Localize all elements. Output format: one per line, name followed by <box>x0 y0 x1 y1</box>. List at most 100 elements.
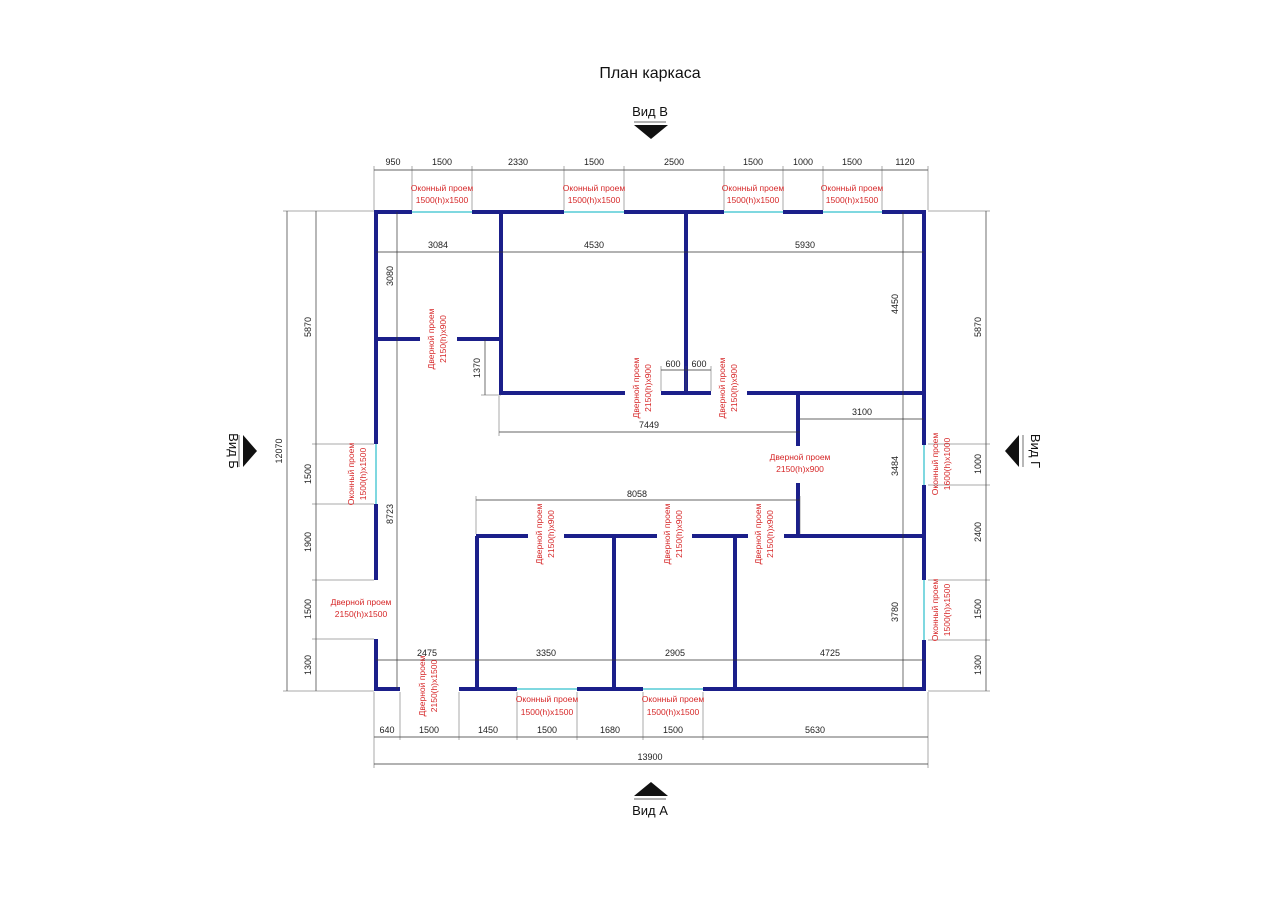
opening-type: Дверной проем <box>331 597 392 607</box>
view-marker-left: Вид Б <box>226 433 257 469</box>
view-marker-right: Вид Г <box>1005 434 1043 468</box>
dimension-labels-top: 950 1500 2330 1500 2500 1500 1000 1500 1… <box>385 157 914 167</box>
dim-top-0: 950 <box>385 157 400 167</box>
opening-type: Оконный проем <box>722 183 785 193</box>
opening-type: Оконный проем <box>930 433 940 496</box>
opening-type: Дверной проем <box>417 655 427 716</box>
dim-int-600-left: 600 <box>665 359 680 369</box>
dim-int-bottom-1: 3350 <box>536 648 556 658</box>
dim-top-8: 1120 <box>895 157 914 167</box>
dim-int-top-0: 3084 <box>428 240 448 250</box>
opening-type: Оконный проем <box>930 579 940 642</box>
dim-top-6: 1000 <box>793 157 813 167</box>
opening-size: 2150(h)x900 <box>546 510 556 558</box>
dim-right-4: 1300 <box>973 655 983 675</box>
opening-door-bottom: Дверной проем 2150(h)x1500 <box>417 655 439 716</box>
opening-win-right-2: Оконный проем 1500(h)x1500 <box>930 579 952 642</box>
opening-size: 2150(h)x900 <box>776 464 824 474</box>
dim-bottom-5: 1500 <box>663 725 683 735</box>
opening-win-bottom-1: Оконный проем 1500(h)x1500 <box>516 694 579 717</box>
opening-type: Дверной проем <box>770 452 831 462</box>
opening-win-top-2: Оконный проем 1500(h)x1500 <box>563 183 626 205</box>
opening-size: 1500(h)x1500 <box>942 584 952 637</box>
view-arrow-right-icon <box>243 435 257 467</box>
opening-type: Оконный проем <box>346 443 356 506</box>
opening-type: Дверной проем <box>662 503 672 564</box>
dim-int-bottom-2: 2905 <box>665 648 685 658</box>
view-arrow-down-icon <box>634 125 668 139</box>
opening-type: Дверной проем <box>426 308 436 369</box>
opening-type: Оконный проем <box>516 694 579 704</box>
opening-win-bottom-2: Оконный проем 1500(h)x1500 <box>642 694 705 717</box>
dim-int-8058: 8058 <box>627 489 647 499</box>
dim-bottom-0: 640 <box>379 725 394 735</box>
opening-size: 1500(h)x1500 <box>416 195 469 205</box>
opening-size: 1600(h)x1000 <box>942 438 952 491</box>
walls <box>374 210 926 691</box>
dim-int-3080: 3080 <box>385 266 395 286</box>
dim-bottom-4: 1680 <box>600 725 620 735</box>
opening-size: 1500(h)x1500 <box>826 195 879 205</box>
dim-left-inner-1: 1900 <box>303 532 313 552</box>
dim-int-3780: 3780 <box>890 602 900 622</box>
opening-type: Оконный проем <box>642 694 705 704</box>
dim-left-inner-2: 1500 <box>303 599 313 619</box>
dim-int-8723: 8723 <box>385 504 395 524</box>
view-label-right: Вид Г <box>1028 434 1043 468</box>
opening-type: Оконный проем <box>411 183 474 193</box>
dim-total: 13900 <box>637 752 662 762</box>
opening-door-left-lower: Дверной проем 2150(h)x1500 <box>331 597 392 619</box>
dimension-labels-right: 5870 1000 2400 1500 1300 <box>973 317 983 675</box>
opening-win-top-4: Оконный проем 1500(h)x1500 <box>821 183 884 205</box>
opening-size: 1500(h)x1500 <box>568 195 621 205</box>
dim-int-600-right: 600 <box>691 359 706 369</box>
opening-size: 2150(h)x900 <box>674 510 684 558</box>
opening-door-row-1: Дверной проем 2150(h)x900 <box>534 503 556 564</box>
opening-size: 2150(h)x900 <box>643 364 653 412</box>
opening-type: Оконный проем <box>821 183 884 193</box>
dim-int-7449: 7449 <box>639 420 659 430</box>
view-marker-top: Вид В <box>632 104 668 139</box>
opening-win-left: Оконный проем 1500(h)x1500 <box>346 443 368 506</box>
opening-labels: Оконный проем 1500(h)x1500 Оконный проем… <box>331 183 952 717</box>
dimension-lines <box>283 166 990 768</box>
opening-size: 2150(h)x1500 <box>335 609 388 619</box>
dim-top-1: 1500 <box>432 157 452 167</box>
dim-left-outer-1: 12070 <box>274 438 284 463</box>
opening-size: 2150(h)x900 <box>765 510 775 558</box>
dim-int-top-1: 4530 <box>584 240 604 250</box>
opening-door-center-left: Дверной проем 2150(h)x900 <box>631 357 653 418</box>
view-label-top: Вид В <box>632 104 668 119</box>
dim-int-bottom-3: 4725 <box>820 648 840 658</box>
window-marks <box>375 211 925 690</box>
opening-door-row-3: Дверной проем 2150(h)x900 <box>753 503 775 564</box>
view-arrow-left-icon <box>1005 435 1019 467</box>
dim-right-1: 1000 <box>973 454 983 474</box>
opening-type: Дверной проем <box>753 503 763 564</box>
opening-win-top-1: Оконный проем 1500(h)x1500 <box>411 183 474 205</box>
dimension-labels-interior: 3084 4530 5930 3080 4450 1370 600 600 74… <box>385 240 900 658</box>
dim-right-3: 1500 <box>973 599 983 619</box>
dim-left-inner-3: 1300 <box>303 655 313 675</box>
opening-type: Дверной проем <box>717 357 727 418</box>
view-arrow-up-icon <box>634 782 668 796</box>
opening-size: 2150(h)x1500 <box>429 660 439 713</box>
dim-bottom-3: 1500 <box>537 725 557 735</box>
dim-left-outer-0: 5870 <box>303 317 313 337</box>
dim-int-1370: 1370 <box>472 358 482 378</box>
dimension-labels-bottom: 640 1500 1450 1500 1680 1500 5630 13900 <box>379 725 825 762</box>
opening-win-right-1: Оконный проем 1600(h)x1000 <box>930 433 952 496</box>
opening-size: 2150(h)x900 <box>729 364 739 412</box>
dim-top-2: 2330 <box>508 157 528 167</box>
dim-int-3100: 3100 <box>852 407 872 417</box>
dim-int-4450: 4450 <box>890 294 900 314</box>
dim-int-3484: 3484 <box>890 456 900 476</box>
opening-door-center-right: Дверной проем 2150(h)x900 <box>717 357 739 418</box>
view-label-left: Вид Б <box>226 433 241 469</box>
dim-bottom-6: 5630 <box>805 725 825 735</box>
dim-top-7: 1500 <box>842 157 862 167</box>
opening-size: 1500(h)x1500 <box>727 195 780 205</box>
dim-top-4: 2500 <box>664 157 684 167</box>
dim-bottom-2: 1450 <box>478 725 498 735</box>
